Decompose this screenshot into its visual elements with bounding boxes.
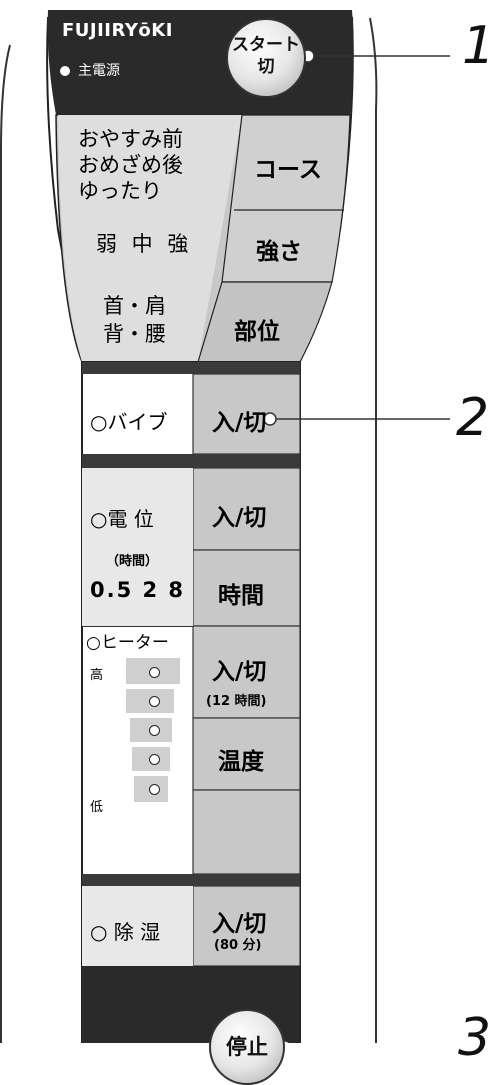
heater-led-icon xyxy=(149,696,160,707)
vibe-label: ○バイブ xyxy=(90,410,168,434)
callout-number-2: 2 xyxy=(456,388,490,448)
callout-number-3: 3 xyxy=(458,1008,492,1068)
area-option: 首・肩 xyxy=(103,294,166,318)
heater-high-label: 高 xyxy=(90,668,104,683)
separator xyxy=(82,874,300,886)
heater-led-icon xyxy=(149,754,160,765)
dehumid-toggle-button[interactable]: 入/切 xyxy=(212,911,267,937)
power-label: 主電源 xyxy=(78,63,120,79)
dehumid-toggle-note: (80 分) xyxy=(214,938,262,953)
power-led-icon xyxy=(60,66,70,76)
heater-toggle-button[interactable]: 入/切 xyxy=(212,659,267,685)
potential-time-values: 0.5 2 8 xyxy=(90,578,186,602)
heater-temp-button[interactable]: 温度 xyxy=(218,749,264,775)
separator xyxy=(82,454,300,468)
callout-number-1: 1 xyxy=(462,16,496,76)
body-outline-right xyxy=(369,17,378,1043)
dehumid-left-bg xyxy=(82,886,193,966)
potential-toggle-button[interactable]: 入/切 xyxy=(212,505,267,531)
heater-temp-bg xyxy=(192,717,301,791)
area-button[interactable]: 部位 xyxy=(234,319,280,345)
heater-low-label: 低 xyxy=(90,800,104,815)
heater-level-bars xyxy=(126,658,180,802)
heater-led-icon xyxy=(149,667,160,678)
heater-led-icon xyxy=(149,725,160,736)
stop-button[interactable]: 停止 xyxy=(209,1009,285,1085)
strength-options: 弱 中 強 xyxy=(96,232,193,256)
area-option: 背・腰 xyxy=(103,322,166,346)
callout-anchor-2 xyxy=(263,412,277,426)
potential-time-heading: （時間） xyxy=(106,554,159,569)
brand-logo: FUJIIRYōKI xyxy=(62,20,173,41)
heater-empty-bg xyxy=(192,789,301,875)
course-option: ゆったり xyxy=(78,179,162,203)
separator xyxy=(82,626,193,627)
start-button-label: スタート 切 xyxy=(232,35,300,77)
start-off-button[interactable]: スタート 切 xyxy=(226,18,306,98)
power-indicator: 主電源 xyxy=(60,60,120,80)
dehumid-label: ○ 除 湿 xyxy=(90,920,161,944)
course-options: おやすみ前 おめざめ後 ゆったり xyxy=(78,126,183,204)
stop-button-label: 停止 xyxy=(226,1035,268,1059)
potential-time-button[interactable]: 時間 xyxy=(218,583,264,609)
potential-left-bg xyxy=(82,468,193,626)
heater-toggle-note: (12 時間) xyxy=(206,694,267,709)
mode-left-area xyxy=(58,115,242,362)
potential-label: ○電 位 xyxy=(90,507,154,531)
strength-button[interactable]: 強さ xyxy=(256,239,302,265)
vibe-toggle-button[interactable]: 入/切 xyxy=(212,410,267,436)
course-option: おめざめ後 xyxy=(78,153,183,177)
course-button[interactable]: コース xyxy=(254,157,322,183)
area-options: 首・肩 背・腰 xyxy=(103,292,166,348)
course-option: おやすみ前 xyxy=(78,127,183,151)
heater-label: ○ヒーター xyxy=(86,633,169,653)
heater-led-icon xyxy=(149,784,160,795)
separator xyxy=(82,362,300,374)
body-outline-left xyxy=(0,44,11,1043)
